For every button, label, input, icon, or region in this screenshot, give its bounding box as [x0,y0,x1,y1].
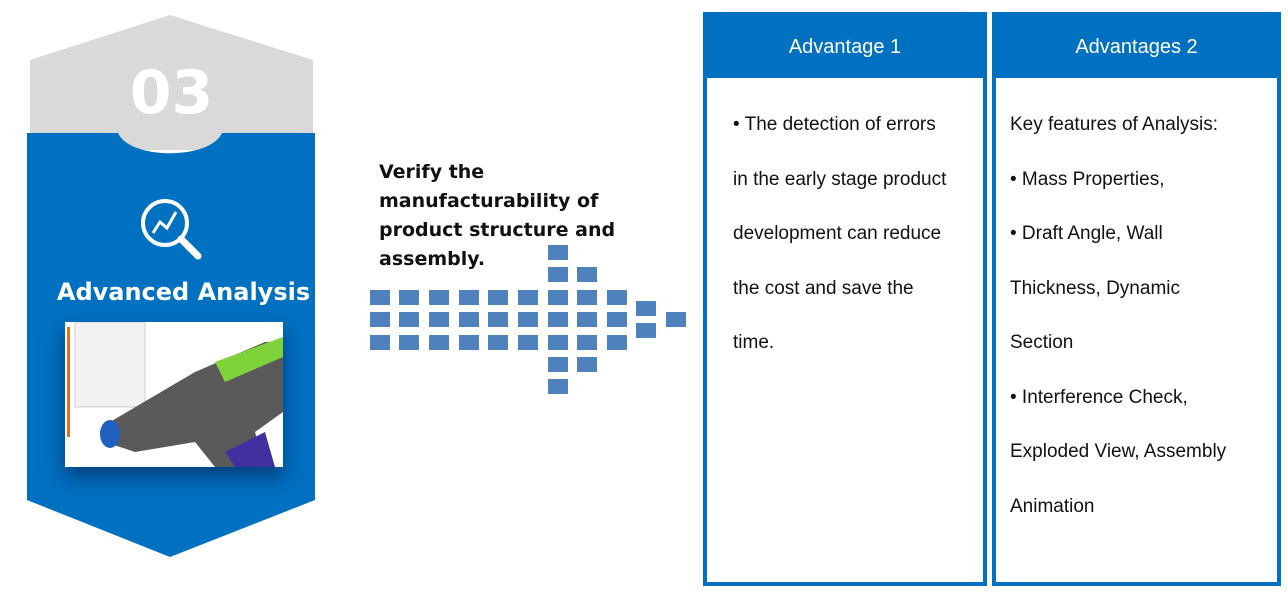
arrow-square [636,323,656,338]
arrow-square [577,335,597,350]
arrow-square [577,357,597,372]
step-title: Advanced Analysis [56,278,311,306]
panel-line: • Interference Check, [1010,386,1188,408]
drill-analysis-image [65,321,283,467]
step-number: 03 [129,58,214,128]
arrow-square [548,357,568,372]
arrow-square [370,290,390,305]
advantage-panel-2: Advantages 2 Key features of Analysis: •… [992,12,1281,586]
arrow-square [577,267,597,282]
headline: Verify the manufacturability of product … [379,161,616,270]
arrow-square [429,312,449,327]
panel-line: Exploded View, Assembly [1010,441,1227,462]
arrow-square [577,290,597,305]
arrow-square [429,290,449,305]
arrow-square [488,290,508,305]
panel-line: in the early stage product [733,168,947,190]
magnifier-chart-icon [141,199,202,260]
panel-line: Section [1010,332,1074,353]
arrow-square [548,335,568,350]
panel-line: Key features of Analysis: [1010,114,1219,135]
arrow-square [488,312,508,327]
panel-title: Advantage 1 [707,16,983,78]
arrow-square [429,335,449,350]
panel-line: • Draft Angle, Wall [1010,223,1163,244]
arrow-square [518,290,538,305]
panel-body: Key features of Analysis: • Mass Propert… [996,78,1277,534]
panel-body: • The detection of errors in the early s… [707,78,983,371]
arrow-square [548,379,568,394]
panel-title: Advantages 2 [996,16,1277,78]
arrow-square [666,312,686,327]
arrow-square [548,290,568,305]
panel-line: • Mass Properties, [1010,168,1165,190]
arrow-square [518,312,538,327]
arrow-square [548,267,568,282]
arrow-square [370,335,390,350]
arrow-square [488,335,508,350]
arrow-square [607,312,627,327]
panel-line: time. [733,332,775,353]
arrow-square [577,312,597,327]
arrow-square [548,245,568,260]
arrow-square [459,335,479,350]
arrow-square [459,312,479,327]
arrow-square [607,290,627,305]
arrow-square [607,335,627,350]
arrow-square [399,290,419,305]
panel-line: Thickness, Dynamic [1010,277,1180,299]
arrow-square [399,335,419,350]
arrow-square [518,335,538,350]
arrow-square [459,290,479,305]
arrow-square [548,312,568,327]
arrow-square [636,301,656,316]
panel-line: Animation [1010,495,1095,517]
arrow-square [399,312,419,327]
panel-line: • The detection of errors [733,114,936,135]
panel-line: the cost and save the [733,277,914,299]
panel-line: development can reduce [733,223,942,244]
advantage-panel-1: Advantage 1 • The detection of errors in… [703,12,987,586]
arrow-square [370,312,390,327]
